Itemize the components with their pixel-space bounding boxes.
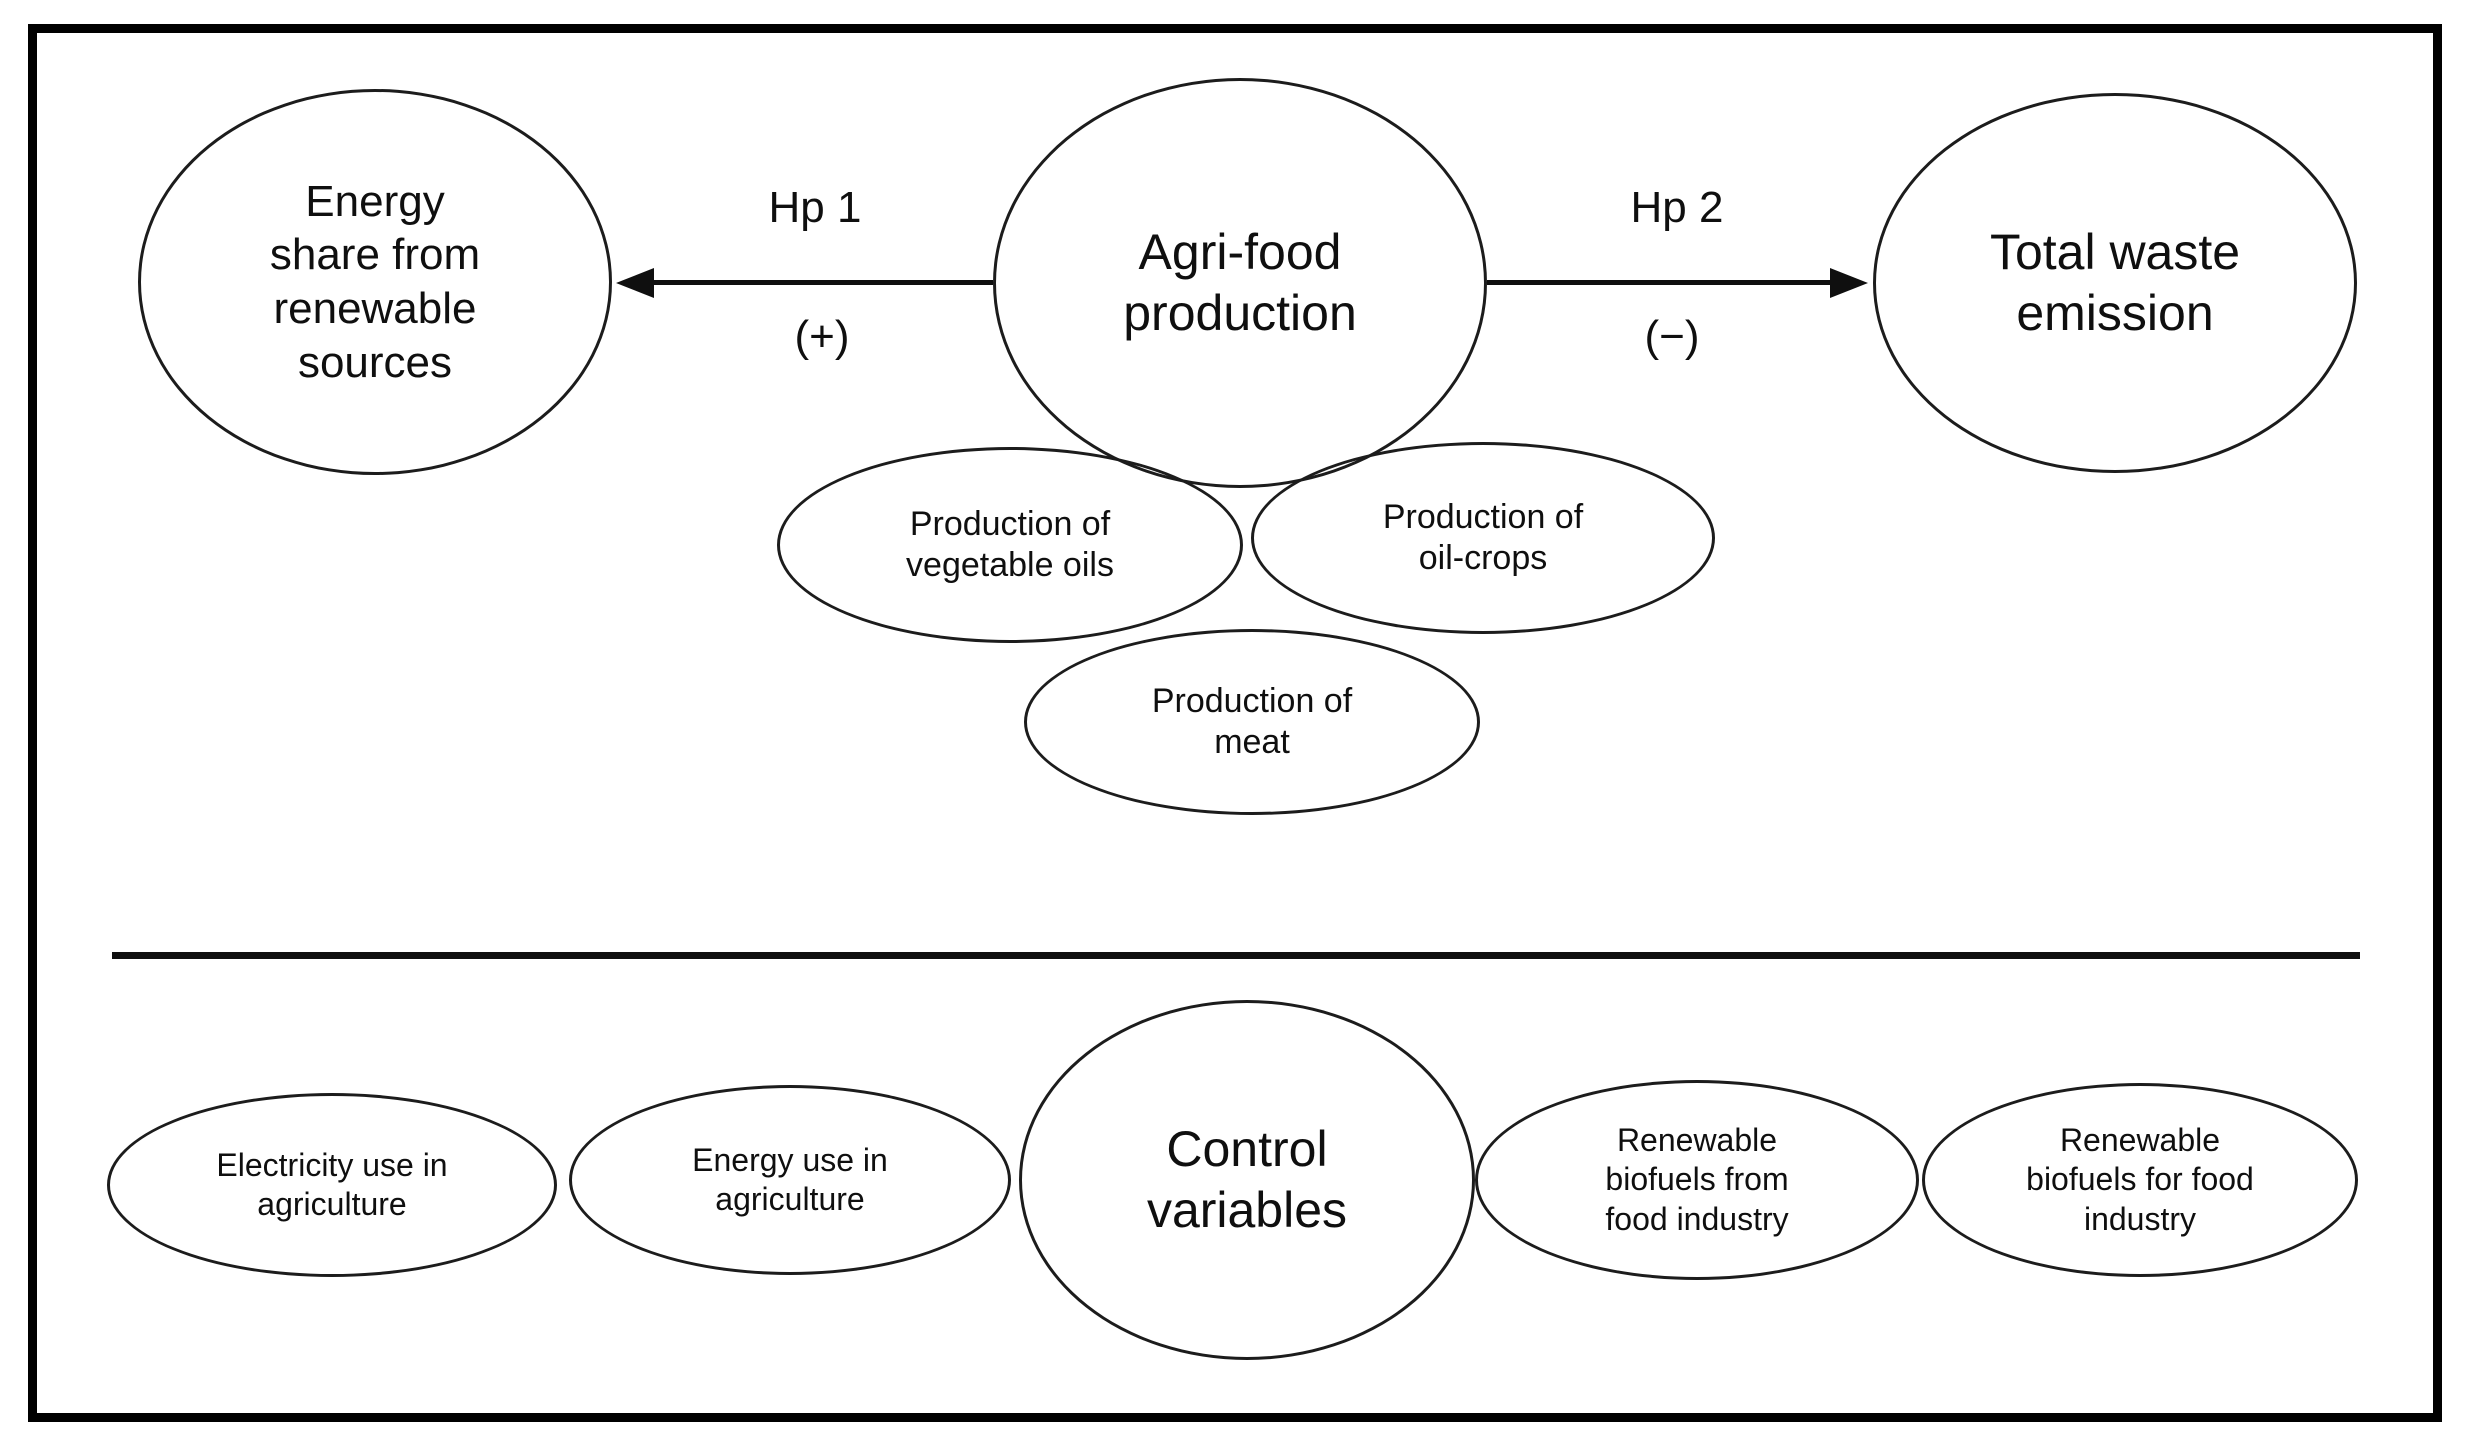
hp1-sign: (+) <box>794 312 850 361</box>
node-control-variables: Control variables <box>1019 1000 1475 1360</box>
node-production-vegetable-oils: Production of vegetable oils <box>777 447 1243 643</box>
node-renewable-biofuels-for-food-industry: Renewable biofuels for food industry <box>1922 1083 2358 1277</box>
node-energy-use-label: Energy use in agriculture <box>692 1141 888 1217</box>
node-production-oil-crops: Production of oil-crops <box>1251 442 1715 634</box>
node-total-waste-label: Total waste emission <box>1989 224 2241 341</box>
node-renewable-biofuels-from-food-industry: Renewable biofuels from food industry <box>1475 1080 1919 1280</box>
hp2-arrowhead-right-icon <box>1830 268 1868 298</box>
node-oil-crops-label: Production of oil-crops <box>1382 497 1584 577</box>
section-divider-line <box>112 952 2360 959</box>
node-agrifood-label: Agri-food production <box>1123 224 1357 341</box>
node-energy-use-agriculture: Energy use in agriculture <box>569 1085 1011 1275</box>
node-electricity-label: Electricity use in agriculture <box>216 1146 448 1222</box>
hp1-label: Hp 1 <box>768 183 862 232</box>
hp2-label: Hp 2 <box>1630 183 1724 232</box>
node-electricity-use-agriculture: Electricity use in agriculture <box>107 1093 557 1277</box>
node-vegetable-oils-label: Production of vegetable oils <box>906 504 1114 584</box>
node-energy-share-label: Energy share from renewable sources <box>269 176 481 387</box>
node-control-variables-label: Control variables <box>1146 1121 1348 1238</box>
node-biofuels-for-label: Renewable biofuels for food industry <box>2026 1122 2254 1237</box>
node-energy-share-renewables: Energy share from renewable sources <box>138 89 612 475</box>
node-biofuels-from-label: Renewable biofuels from food industry <box>1605 1122 1789 1237</box>
node-meat-label: Production of meat <box>1151 681 1353 761</box>
hp2-arrow-line <box>1487 280 1832 285</box>
node-agrifood-production: Agri-food production <box>993 78 1487 488</box>
hp2-sign: (−) <box>1644 312 1700 361</box>
hp1-arrowhead-left-icon <box>616 268 654 298</box>
node-total-waste-emission: Total waste emission <box>1873 93 2357 473</box>
figure-frame <box>28 24 2442 1422</box>
node-production-meat: Production of meat <box>1024 629 1480 815</box>
hp1-arrow-line <box>650 280 993 285</box>
